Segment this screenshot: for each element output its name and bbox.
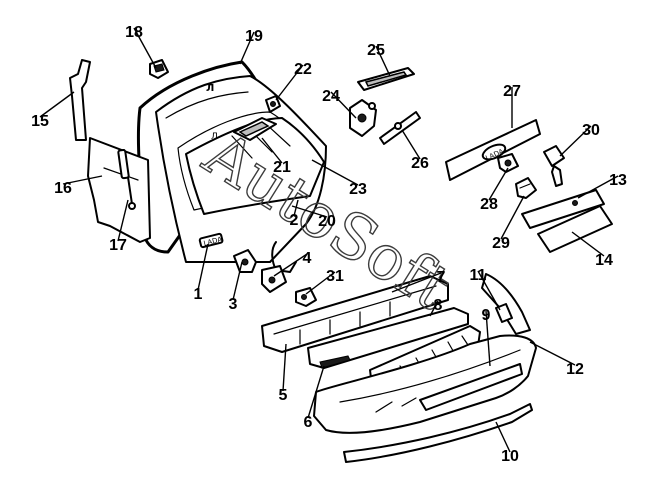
callout-8: 8 [434,297,443,314]
callout-7: 7 [437,269,446,286]
callout-2: 2 [290,212,299,229]
leader-line-2 [293,199,299,217]
leader-line-15 [39,91,75,118]
leader-line-30 [559,125,592,157]
bumper-absorber-5 [261,275,449,353]
callout-9: 9 [482,307,491,324]
callout-26: 26 [411,155,429,172]
callout-30: 30 [582,122,600,139]
leader-line-21 [261,137,283,164]
brake-light-housing [233,117,277,141]
callout-15: 15 [31,113,49,130]
callout-3: 3 [229,296,238,313]
leader-line-16 [62,175,103,185]
leader-line-31 [305,271,336,295]
leader-line-12 [529,341,576,366]
callout-22: 22 [294,61,312,78]
callout-12: 12 [566,361,584,378]
plate-lamp-panel-27: LADA [445,119,541,181]
callout-16: 16 [54,180,72,197]
callout-25: 25 [367,42,385,59]
tailgate-mark: Л [206,83,214,94]
callout-19: 19 [245,28,263,45]
leader-line-19 [239,31,255,65]
brake-light-25 [357,67,415,91]
wiper-motor-bracket-24 [349,99,377,137]
leader-line-20 [291,205,328,218]
leader-line-4 [273,253,308,277]
callout-10: 10 [501,448,519,465]
leader-line-10 [495,421,511,453]
callout-17: 17 [109,237,127,254]
plate-holder-13 [521,189,605,229]
leader-line-17 [117,199,129,242]
callout-27: 27 [503,83,521,100]
callout-28: 28 [480,196,498,213]
leader-line-3 [232,261,243,301]
bumper-cover-9 [313,334,537,434]
plate-bracket-29 [515,177,537,199]
callout-13: 13 [609,172,627,189]
bumper-lower-strip-10 [343,403,533,463]
callout-4: 4 [303,250,312,267]
leader-line-1 [197,243,209,291]
leader-line-28 [488,167,509,201]
tailgate-mark-lower: Л [211,132,218,142]
callout-5: 5 [279,387,288,404]
callout-20: 20 [318,213,336,230]
callout-11: 11 [470,267,487,284]
leader-line-13 [577,175,619,199]
leader-line-29 [500,195,525,240]
leader-line-26 [401,129,421,160]
callout-31: 31 [326,268,344,285]
tailgate-hinge-cover [69,59,91,141]
callout-23: 23 [349,181,367,198]
callout-6: 6 [304,414,313,431]
leader-line-14 [571,231,605,257]
leader-line-24 [330,91,357,119]
callout-21: 21 [273,159,291,176]
leader-line-11 [477,270,501,311]
bumper-bracket-6 [307,307,469,369]
callout-29: 29 [492,235,510,252]
leader-line-9 [485,310,491,367]
wiper-arm-26 [379,111,421,145]
plate-lamp-28 [497,153,519,173]
leader-line-7 [391,272,442,293]
lock-cylinder-30 [543,145,565,187]
gas-strut [117,148,136,210]
lock-latch-3 [233,249,257,273]
leader-line-6 [307,365,325,419]
leader-line-18 [133,27,157,69]
leader-lines [39,27,619,453]
leader-line-25 [375,45,391,77]
callout-18: 18 [125,24,143,41]
leader-line-8 [429,300,439,317]
bumper-end-11 [481,273,531,335]
leader-line-22 [275,64,304,101]
callout-24: 24 [322,88,340,105]
callout-14: 14 [595,252,613,269]
leader-line-23 [311,159,359,186]
callout-1: 1 [194,286,203,303]
plate-frame-14 [537,205,613,253]
leader-line-5 [282,343,287,392]
latch-31 [295,287,317,307]
